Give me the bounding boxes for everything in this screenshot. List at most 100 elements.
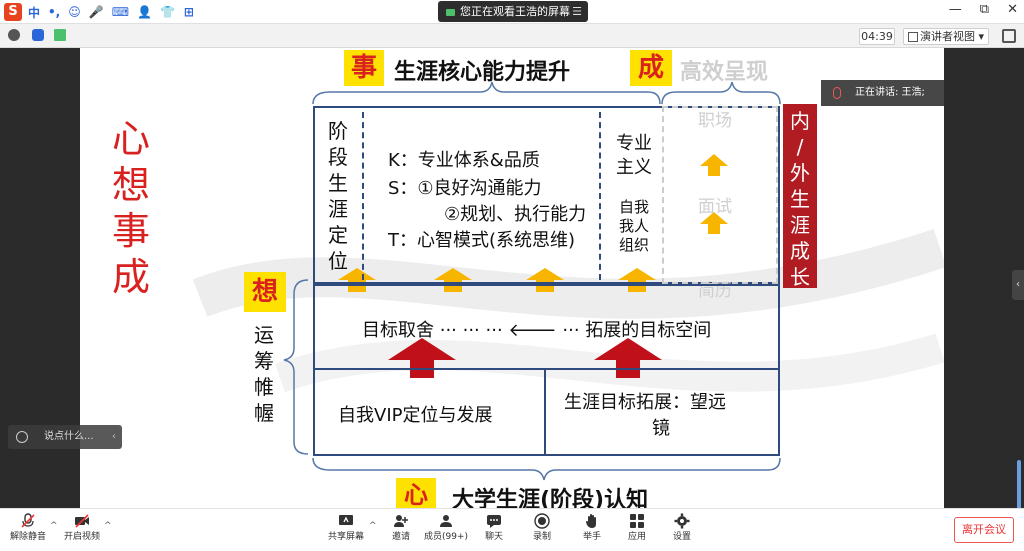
start-video-label: 开启视频 xyxy=(63,532,100,542)
sogou-logo-icon[interactable]: S xyxy=(4,3,22,21)
chat-label: 聊天 xyxy=(484,532,503,542)
share-options-caret[interactable]: ^ xyxy=(369,521,377,531)
hand-icon xyxy=(586,514,596,528)
s-line-2: ②规划、执行能力 xyxy=(444,204,587,225)
side-title-char: 成 xyxy=(111,255,150,299)
specialism-line: 专业 xyxy=(616,133,652,154)
volume-slider[interactable] xyxy=(1017,460,1021,546)
specialism-line: 主义 xyxy=(616,157,652,178)
record-button[interactable]: 录制 xyxy=(518,513,566,549)
stage-char: 涯 xyxy=(328,197,348,221)
members-label: 成员(99+) xyxy=(423,532,469,542)
planning-char: 运 xyxy=(254,323,274,347)
share-menu-icon[interactable]: ☰ xyxy=(572,5,582,18)
collapse-icon[interactable]: ‹ xyxy=(112,431,116,442)
microphone-icon xyxy=(833,87,841,99)
side-panel-toggle[interactable]: ‹ xyxy=(1012,270,1024,300)
settings-button[interactable]: 设置 xyxy=(658,513,706,549)
chevron-down-icon: ▾ xyxy=(978,30,984,43)
title-core-ability: 生涯核心能力提升 xyxy=(394,60,571,85)
window-controls: — ⧉ ✕ xyxy=(949,2,1018,17)
gold-up-arrows xyxy=(338,154,728,292)
info-icon[interactable] xyxy=(8,29,20,41)
stage-char: 阶 xyxy=(328,119,348,143)
ime-keyboard-icon[interactable]: ⌨ xyxy=(111,5,130,19)
label-shi: 事 xyxy=(344,50,384,86)
share-screen-button[interactable]: 共享屏幕 xyxy=(322,513,370,549)
settings-label: 设置 xyxy=(672,532,691,542)
record-label: 录制 xyxy=(532,532,551,542)
chat-icon xyxy=(487,515,501,528)
gray-level-interview: 面试 xyxy=(698,197,732,217)
record-icon xyxy=(534,513,550,529)
ime-emoji-icon[interactable]: ☺ xyxy=(68,5,81,19)
ime-skin-icon[interactable]: 👕 xyxy=(160,5,175,19)
k-line: K：专业体系&品质 xyxy=(388,150,540,171)
emoji-icon[interactable] xyxy=(16,431,28,443)
specialism: 专业 主义 xyxy=(609,132,659,180)
share-notice-text: 您正在观看王浩的屏幕 xyxy=(460,5,570,18)
apps-label: 应用 xyxy=(627,532,646,542)
s-line: S：①良好沟通能力 xyxy=(388,178,542,199)
growth-char: 内 xyxy=(790,109,810,133)
title-university-cognition: 大学生涯(阶段)认知 xyxy=(452,488,649,508)
invite-button[interactable]: 邀请 xyxy=(377,513,425,549)
upper-frame xyxy=(313,106,780,284)
vip-positioning: 自我VIP定位与发展 xyxy=(338,405,493,426)
growth-char: 涯 xyxy=(790,213,810,237)
unmute-label: 解除静音 xyxy=(9,532,46,542)
side-title-char: 事 xyxy=(111,209,150,253)
t-line: T：心智模式(系统思维) xyxy=(388,230,576,251)
unmute-button[interactable]: 解除静音 xyxy=(4,513,52,549)
camera-icon xyxy=(446,8,455,16)
divider-left xyxy=(362,112,364,280)
telescope-frame xyxy=(544,368,780,456)
side-title-char: 想 xyxy=(111,163,150,207)
video-options-caret[interactable]: ^ xyxy=(104,521,112,531)
ime-items: 中 •, ☺ 🎤 ⌨ 👤 👕 ⊞ xyxy=(28,2,195,22)
leave-meeting-button[interactable]: 离开会议 xyxy=(954,517,1014,543)
speaking-indicator: 正在讲话: 王浩; xyxy=(821,80,944,106)
shield-icon[interactable] xyxy=(32,29,44,41)
ime-punctuation-icon[interactable]: •, xyxy=(48,5,61,19)
chat-button[interactable]: 聊天 xyxy=(470,513,518,549)
divider-right xyxy=(599,112,601,280)
ime-user-icon[interactable]: 👤 xyxy=(137,5,152,19)
speaking-text: 正在讲话: 王浩; xyxy=(855,87,925,98)
signal-icon[interactable] xyxy=(54,29,66,41)
ime-chinese-mode[interactable]: 中 xyxy=(28,5,41,20)
ime-toolbox-icon[interactable]: ⊞ xyxy=(183,5,194,19)
side-title: 心 想 事 成 xyxy=(110,116,152,300)
inner-outer-growth: 内 / 外 生 涯 成 长 xyxy=(783,104,817,289)
apps-grid-icon xyxy=(630,514,644,528)
minimize-button[interactable]: — xyxy=(948,2,962,17)
growth-char: 外 xyxy=(790,161,810,185)
shared-slide: 心 想 事 成 事 生涯核心能力提升 成 高效呈现 阶 段 生 涯 定 位 K：… xyxy=(80,48,944,508)
meeting-top-bar: 04:39 演讲者视图 ▾ xyxy=(0,24,1024,48)
label-xiang: 想 xyxy=(244,272,286,312)
ime-voice-icon[interactable]: 🎤 xyxy=(88,5,104,19)
growth-char: / xyxy=(796,135,804,159)
start-video-button[interactable]: 开启视频 xyxy=(58,513,106,549)
stage-positioning: 阶 段 生 涯 定 位 xyxy=(324,118,352,274)
planning-text: 运 筹 帷 幄 xyxy=(250,322,278,426)
raise-hand-button[interactable]: 举手 xyxy=(568,513,616,549)
title-efficient-presentation: 高效呈现 xyxy=(680,60,769,85)
screen-share-notice[interactable]: 您正在观看王浩的屏幕 ☰ xyxy=(438,1,588,22)
apps-button[interactable]: 应用 xyxy=(613,513,661,549)
goal-tradeoff-line: 目标取舍 ··· ··· ··· 🡐 ··· 拓展的目标空间 xyxy=(362,320,712,341)
planning-char: 帷 xyxy=(254,375,274,399)
fullscreen-icon[interactable] xyxy=(1002,29,1016,43)
restore-button[interactable]: ⧉ xyxy=(979,2,990,17)
raise-hand-label: 举手 xyxy=(582,532,601,542)
label-cheng: 成 xyxy=(630,50,672,86)
close-button[interactable]: ✕ xyxy=(1007,2,1018,17)
members-button[interactable]: 成员(99+) xyxy=(422,513,470,549)
view-mode-select[interactable]: 演讲者视图 ▾ xyxy=(903,28,989,45)
telescope-line-1: 生涯目标拓展：望远 xyxy=(564,392,726,413)
audio-options-caret[interactable]: ^ xyxy=(50,521,58,531)
side-title-char: 心 xyxy=(111,117,150,161)
chat-input-mini[interactable]: 说点什么... ‹ xyxy=(8,425,122,449)
invite-label: 邀请 xyxy=(391,532,410,542)
